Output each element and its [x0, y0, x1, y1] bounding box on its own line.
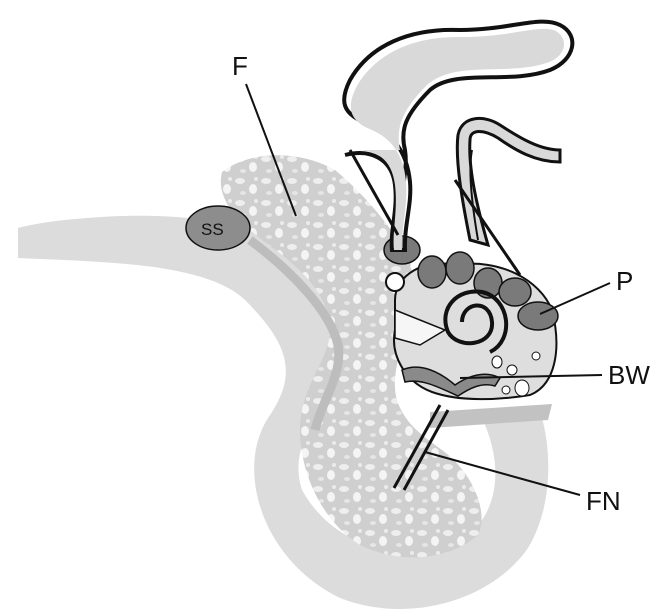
- semicircular-canal-loop: [457, 118, 560, 245]
- label-f: F: [232, 51, 248, 81]
- label-bw: BW: [608, 360, 650, 390]
- label-ss: SS: [201, 220, 224, 239]
- leader-p: [540, 283, 610, 314]
- oval-window: [386, 273, 404, 291]
- label-fn: FN: [586, 486, 621, 516]
- label-p: P: [616, 266, 633, 296]
